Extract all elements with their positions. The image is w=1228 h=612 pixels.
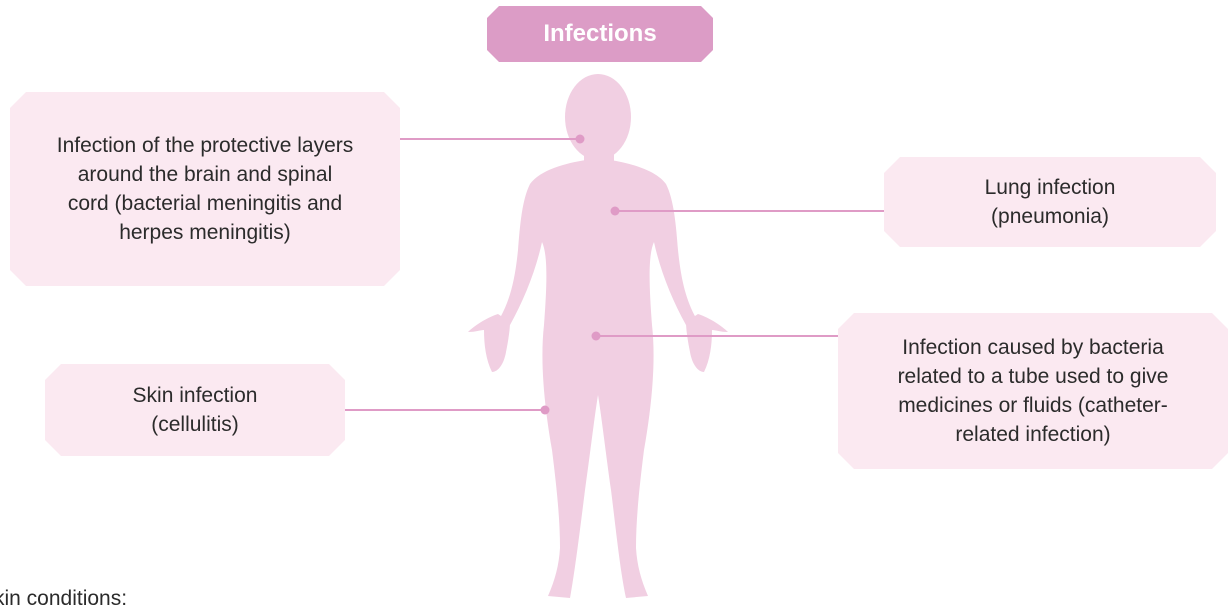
infections-title: Infections xyxy=(543,20,656,48)
silhouette-right-hand xyxy=(686,314,728,372)
callout-lung-text: Lung infection (pneumonia) xyxy=(955,173,1145,231)
silhouette-left-hand xyxy=(468,314,510,372)
footer-cutoff-text: kin conditions: xyxy=(0,586,127,612)
callout-catheter-text: Infection caused by bacteria related to … xyxy=(868,333,1198,449)
connector-dot-catheter xyxy=(592,332,601,341)
silhouette-torso-legs xyxy=(500,160,696,598)
callout-meningitis-text: Infection of the protective layers aroun… xyxy=(55,131,355,247)
callout-skin-text: Skin infection (cellulitis) xyxy=(120,381,270,439)
callout-meningitis: Infection of the protective layers aroun… xyxy=(10,92,400,286)
callout-skin-infection: Skin infection (cellulitis) xyxy=(45,364,345,456)
connector-dot-skin xyxy=(541,406,550,415)
callout-lung-infection: Lung infection (pneumonia) xyxy=(884,157,1216,247)
infections-title-badge: Infections xyxy=(487,6,713,62)
connector-dot-lung xyxy=(611,207,620,216)
connector-dot-meningitis xyxy=(576,135,585,144)
callout-catheter-infection: Infection caused by bacteria related to … xyxy=(838,313,1228,469)
